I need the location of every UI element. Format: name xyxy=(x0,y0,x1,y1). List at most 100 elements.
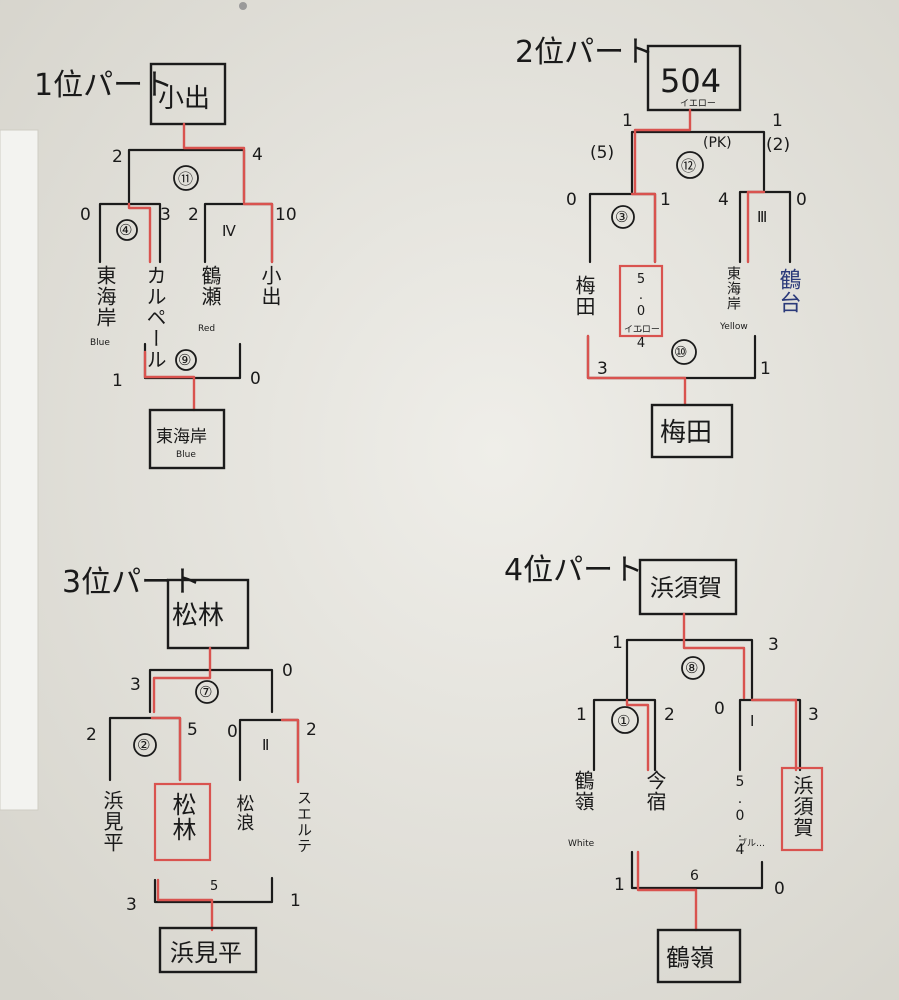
team-name: 5.0.4 xyxy=(634,272,649,352)
winner-path xyxy=(750,698,798,772)
team-name: 小出 xyxy=(258,265,282,307)
champion-name: 松林 xyxy=(172,601,224,631)
pk-score: (5) xyxy=(590,143,614,163)
score: 0 xyxy=(250,369,261,389)
score: 3 xyxy=(130,675,141,695)
score: 1 xyxy=(576,705,587,725)
match-number-circle xyxy=(195,680,219,704)
match-number-circle xyxy=(173,165,199,191)
team-name: スエルテ xyxy=(295,790,313,854)
team-sub-label: ブル… xyxy=(738,837,765,849)
match-number: 6 xyxy=(690,868,699,884)
consolation-winner-box xyxy=(148,408,226,470)
team-name: 鶴台 xyxy=(776,268,802,314)
team-sub-label: Yellow xyxy=(719,322,748,332)
match-number-circle xyxy=(671,339,697,365)
score: 1 xyxy=(772,111,783,131)
winner-path xyxy=(630,192,657,264)
match-number: ⑪ xyxy=(178,170,193,188)
consolation-winner-sub: Blue xyxy=(176,450,196,460)
score: 1 xyxy=(660,190,671,210)
champion-box xyxy=(646,44,742,112)
score: 0 xyxy=(774,879,785,899)
winner-path xyxy=(682,612,746,700)
match-number: Ⅱ xyxy=(262,736,269,754)
team-name: 東海岸 xyxy=(93,265,117,328)
pk-label: (PK) xyxy=(703,135,732,151)
bracket-part-2: 2位パート 504 イエロー ⑫ 1 1 (5) (2) (PK) ③ 0 1 … xyxy=(515,35,807,459)
team-name: 浜見平 xyxy=(100,790,124,853)
part-title: 4位パート xyxy=(504,553,643,588)
score: 1 xyxy=(760,359,771,379)
semi-bracket-left xyxy=(592,698,657,772)
match-number: ④ xyxy=(119,221,132,239)
match-number: Ⅰ xyxy=(750,712,754,730)
consolation-winner-box xyxy=(158,926,258,974)
match-number-circle xyxy=(611,205,635,229)
champion-name: 浜須賀 xyxy=(650,574,722,602)
score: 1 xyxy=(112,371,123,391)
champion-name: 504 xyxy=(660,62,721,100)
score: 0 xyxy=(714,699,725,719)
match-number: Ⅳ xyxy=(222,222,236,240)
match-number-circle xyxy=(116,219,138,241)
consolation-bracket xyxy=(630,850,764,890)
winner-path xyxy=(636,850,698,932)
score: 1 xyxy=(622,111,633,131)
score: 3 xyxy=(808,705,819,725)
final-bracket xyxy=(630,130,766,194)
match-number: ⑦ xyxy=(199,683,212,701)
part-title: 1位パート xyxy=(34,68,173,103)
team-name: 鶴嶺 xyxy=(571,770,595,812)
score: 1 xyxy=(612,633,623,653)
match-number: ③ xyxy=(615,208,628,226)
team-name: 松浪 xyxy=(234,794,255,832)
consolation-winner: 梅田 xyxy=(660,418,712,448)
team-name: 浜須賀 xyxy=(790,775,814,838)
winner-path xyxy=(143,350,196,412)
score: 3 xyxy=(160,205,171,225)
score: 4 xyxy=(718,190,729,210)
team-name: 鶴瀬 xyxy=(198,265,222,307)
winner-path xyxy=(127,202,152,264)
winner-path xyxy=(156,878,214,932)
score: 2 xyxy=(86,725,97,745)
consolation-winner: 鶴嶺 xyxy=(666,944,714,972)
winner-path xyxy=(746,190,766,264)
champion-box xyxy=(166,578,250,650)
match-number: ⑧ xyxy=(685,659,698,677)
consolation-winner: 浜見平 xyxy=(170,939,242,967)
champion-box xyxy=(638,558,738,616)
score: 0 xyxy=(80,205,91,225)
champion-box xyxy=(149,62,227,126)
winner-path xyxy=(150,716,182,782)
score: 3 xyxy=(768,635,779,655)
winner-path xyxy=(182,122,246,204)
match-number: ① xyxy=(617,712,630,730)
match-number-circle xyxy=(681,656,705,680)
magnet xyxy=(239,2,247,10)
score: 0 xyxy=(566,190,577,210)
consolation-winner: 東海岸 xyxy=(156,427,207,447)
score: 1 xyxy=(290,891,301,911)
winner-path xyxy=(152,646,212,714)
team-highlight-box xyxy=(780,766,824,852)
team-highlight-box xyxy=(153,782,212,862)
team-sub-label: Blue xyxy=(90,338,110,348)
champion-sub: イエロー xyxy=(680,99,716,109)
bracket-part-4: 4位パート 浜須賀 ⑧ 1 3 ① 1 2 Ⅰ 0 3 鶴嶺 White 今宿 … xyxy=(504,553,824,984)
final-bracket xyxy=(625,638,754,702)
team-highlight-box xyxy=(618,264,664,338)
consolation-bracket xyxy=(153,876,274,904)
winner-path xyxy=(633,108,692,194)
score: 2 xyxy=(306,720,317,740)
team-name: 今宿 xyxy=(643,770,667,812)
winner-path xyxy=(586,334,687,407)
winner-path xyxy=(242,202,274,264)
score: 3 xyxy=(597,359,608,379)
consolation-winner-box xyxy=(656,928,742,984)
score: 0 xyxy=(282,661,293,681)
score: 2 xyxy=(664,705,675,725)
